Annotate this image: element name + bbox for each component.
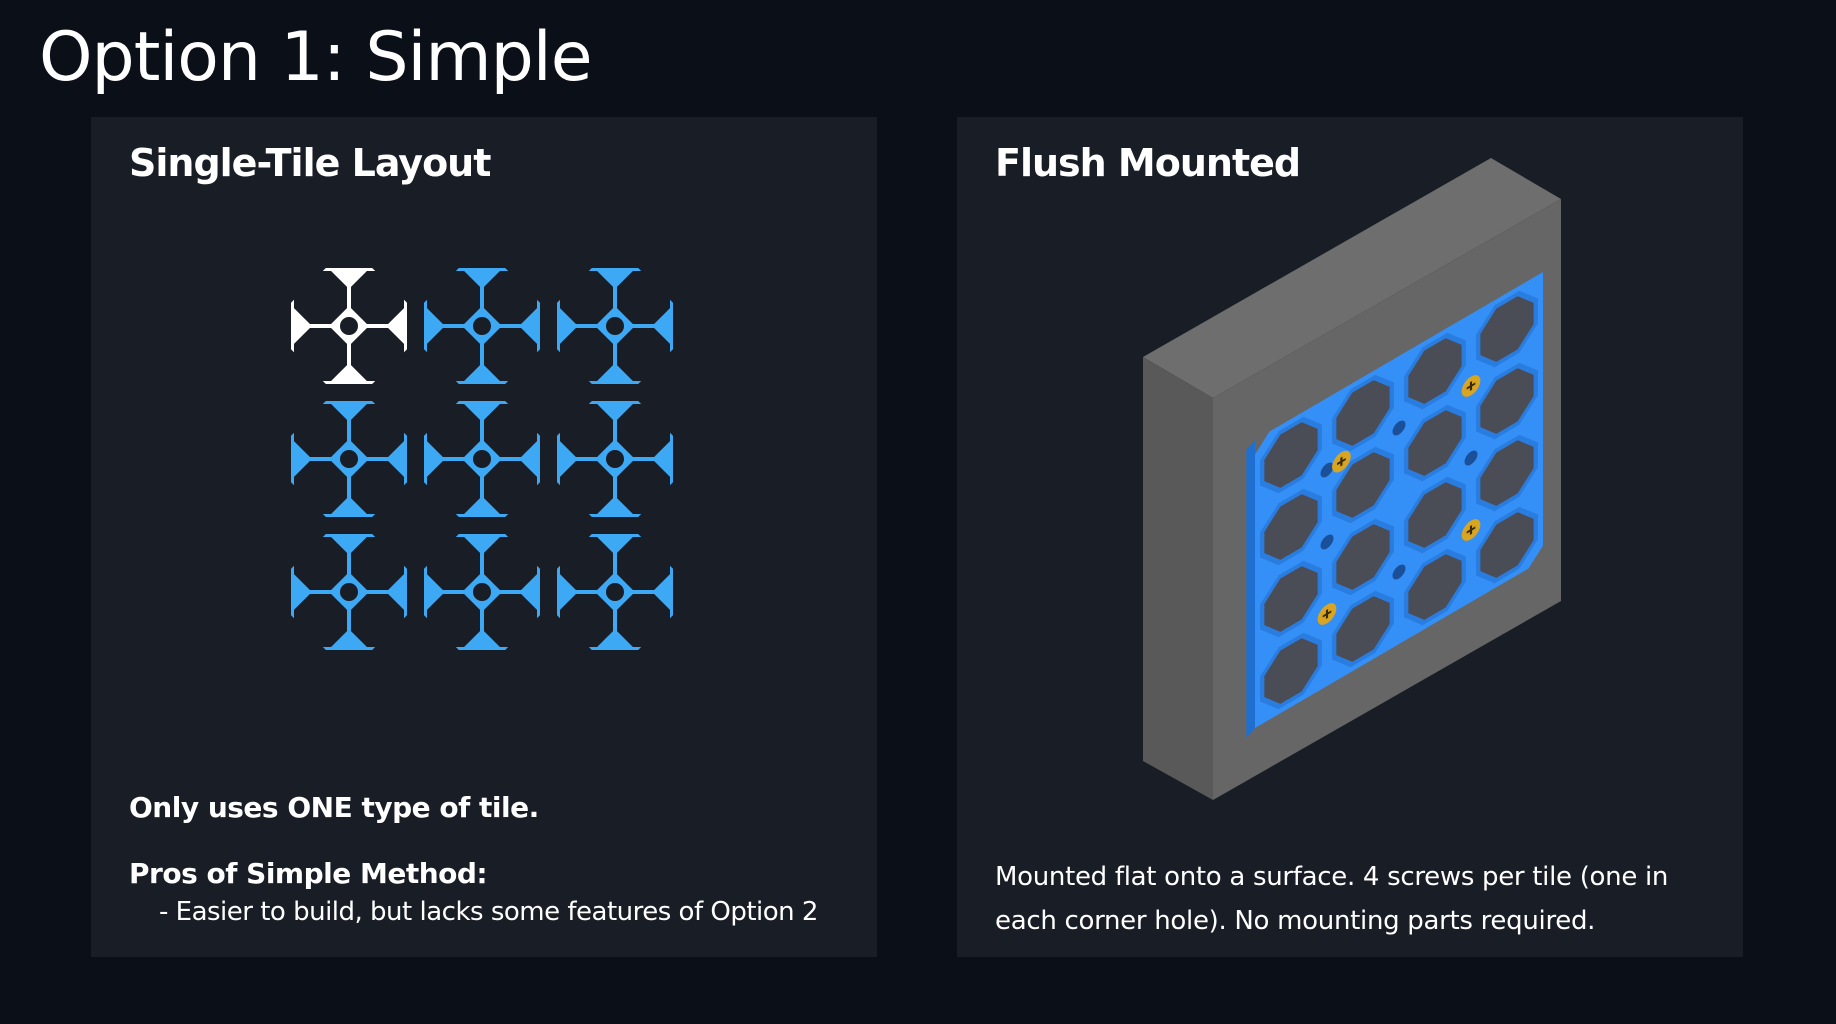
flush-mounted-panel: Flush Mounted Mounted flat onto a surfac… [957, 117, 1743, 957]
plate-hole [1332, 518, 1394, 596]
wall-left [1143, 357, 1213, 800]
plate-hole [1260, 416, 1322, 494]
plate-hole [1476, 434, 1538, 512]
pros-heading: Pros of Simple Method: [129, 857, 488, 890]
tile [423, 533, 541, 651]
page-title: Option 1: Simple [39, 18, 593, 97]
screw-icon [1317, 603, 1337, 625]
tile [423, 400, 541, 518]
screw-icon [1461, 519, 1481, 541]
plate-hole [1260, 488, 1322, 566]
tile-grid [290, 267, 674, 651]
plate-hole [1476, 506, 1538, 584]
flush-mount-render [1143, 158, 1561, 800]
mount-description: Mounted flat onto a surface. 4 screws pe… [995, 862, 1669, 936]
plate-center-hole [1464, 450, 1478, 466]
tile [556, 400, 674, 518]
plate-center-hole [1320, 462, 1334, 478]
tile [290, 400, 408, 518]
tile [556, 533, 674, 651]
tile-note: Only uses ONE type of tile. [129, 791, 539, 824]
single-tile-layout-panel: Single-Tile Layout Only uses ONE type of… [91, 117, 877, 957]
tile-highlighted [290, 267, 408, 385]
tile [556, 267, 674, 385]
plate-hole [1260, 632, 1322, 710]
plate-hole [1332, 374, 1394, 452]
panel-title: Single-Tile Layout [129, 141, 491, 185]
panel-title: Flush Mounted [995, 141, 1301, 185]
plate-hole [1476, 362, 1538, 440]
plate-hole [1404, 476, 1466, 554]
pros-item: - Easier to build, but lacks some featur… [159, 897, 818, 927]
plate-center-hole [1320, 534, 1334, 550]
plate-hole [1404, 404, 1466, 482]
tile [290, 533, 408, 651]
plate-hole [1404, 332, 1466, 410]
tile [423, 267, 541, 385]
plate-center-hole [1392, 420, 1406, 436]
screw-icon [1461, 375, 1481, 397]
plate-hole [1404, 548, 1466, 626]
plate-hole [1260, 560, 1322, 638]
wall-top [1143, 158, 1561, 398]
plate-center-hole [1392, 564, 1406, 580]
blue-tile-plate [1246, 271, 1543, 739]
screw-icon [1332, 450, 1351, 473]
plate-hole [1332, 446, 1394, 524]
plate-hole [1332, 590, 1394, 668]
plate-hole [1476, 290, 1538, 368]
